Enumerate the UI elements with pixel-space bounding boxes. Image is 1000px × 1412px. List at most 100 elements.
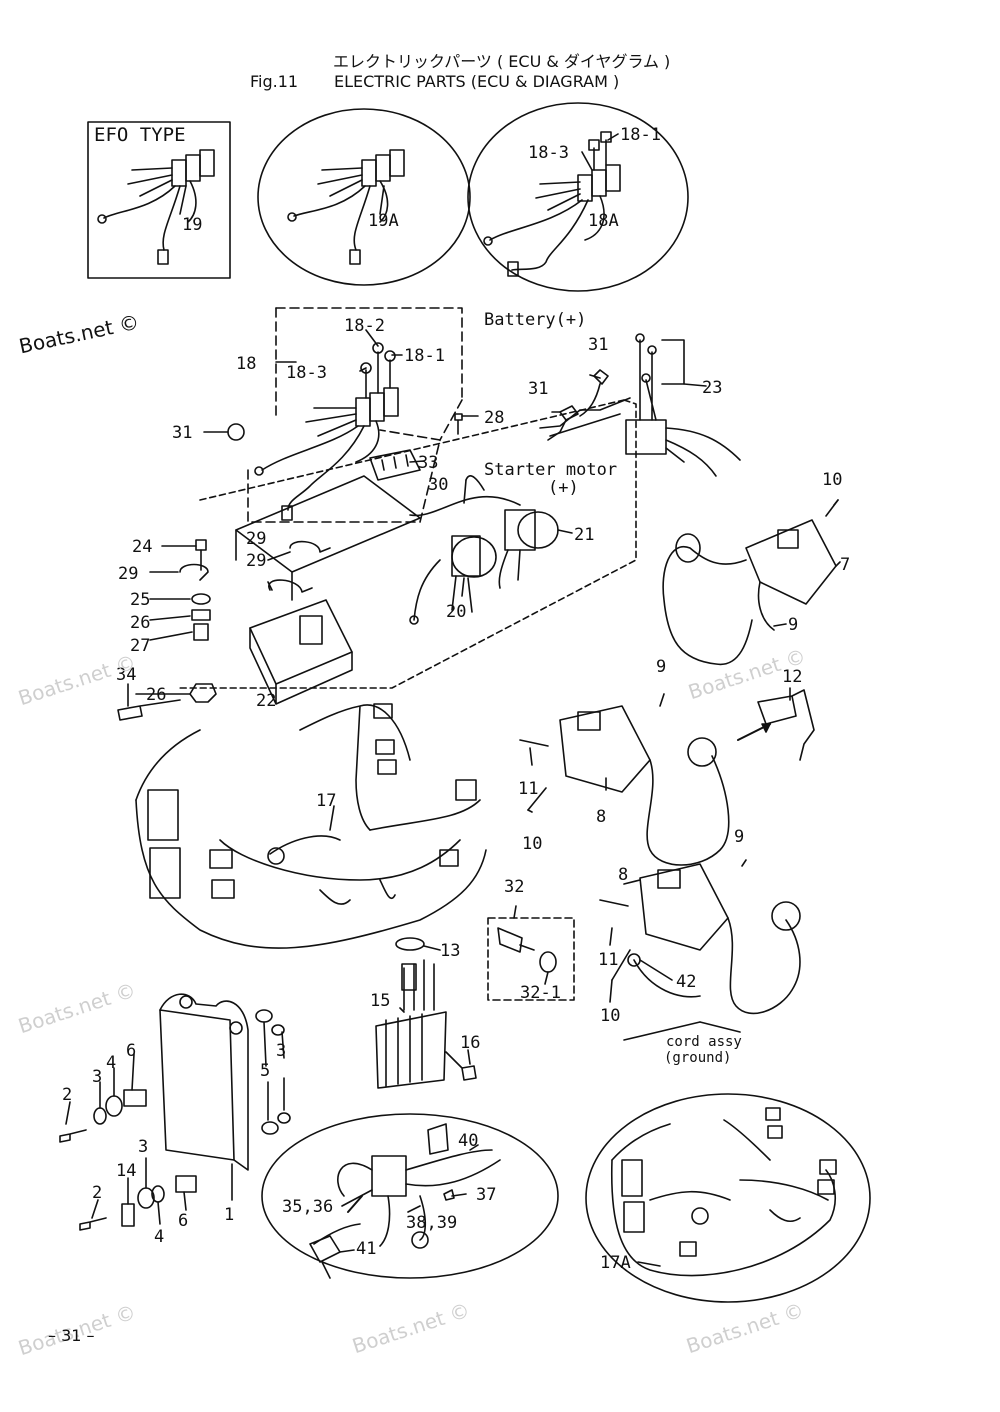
- figure-number: Fig.11: [250, 72, 299, 91]
- callout-11-lower: 11: [598, 950, 618, 970]
- callout-18-3-main: 18-3: [286, 363, 327, 383]
- callout-27: 27: [130, 636, 150, 656]
- callout-37: 37: [476, 1185, 496, 1205]
- leader-lines: [65, 133, 841, 1267]
- callout-29-b: 29: [246, 551, 266, 571]
- callout-2-upper: 2: [62, 1085, 72, 1105]
- callout-42: 42: [676, 972, 696, 992]
- screw-28: [454, 413, 463, 435]
- callout-3-right: 3: [276, 1041, 286, 1061]
- main-harness-17: [135, 703, 487, 949]
- sensor-32: [497, 927, 535, 953]
- callout-1: 1: [224, 1205, 234, 1225]
- callout-5: 5: [260, 1061, 270, 1081]
- inset-35-41-ellipse: [261, 1113, 559, 1279]
- harness-35-41: [309, 1123, 501, 1279]
- relay-21: [498, 509, 559, 589]
- starter-motor-label: Starter motor: [484, 460, 617, 480]
- leader-frame: [179, 399, 637, 689]
- dashed-box-bracket: [247, 429, 441, 523]
- nut-26-lower: [189, 683, 217, 703]
- cord-assy-leader: [623, 1021, 741, 1041]
- regulator-15: [375, 937, 477, 1089]
- harness-17a: [610, 1107, 837, 1277]
- callout-18-1-main: 18-1: [404, 346, 445, 366]
- callout-9-lower: 9: [734, 827, 744, 847]
- callout-33: 33: [418, 453, 438, 473]
- inset-17a-ellipse: [585, 1093, 871, 1303]
- harness-18: [254, 342, 399, 521]
- ecu-1: [59, 993, 291, 1231]
- callout-4-upper: 4: [106, 1053, 116, 1073]
- callout-13: 13: [440, 941, 460, 961]
- callout-28: 28: [484, 408, 504, 428]
- callout-8-lower: 8: [618, 865, 628, 885]
- cable-30: [409, 475, 521, 517]
- callout-18-1: 18-1: [620, 125, 661, 145]
- japanese-title: エレクトリックパーツ ( ECU & ダイヤグラム ): [333, 52, 671, 71]
- callout-3-lower: 3: [138, 1137, 148, 1157]
- dashed-box-32: [487, 917, 575, 1001]
- cable-31: [539, 369, 631, 441]
- efo-type-box: [87, 121, 231, 279]
- callout-29-left: 29: [118, 564, 138, 584]
- plug-cap-12: [757, 689, 815, 761]
- callout-41: 41: [356, 1239, 376, 1259]
- callout-23: 23: [702, 378, 722, 398]
- callout-32: 32: [504, 877, 524, 897]
- callout-10-top: 10: [822, 470, 842, 490]
- callout-32-1: 32-1: [520, 983, 561, 1003]
- callout-35-36: 35,36: [282, 1197, 333, 1217]
- callout-26-lower: 26: [146, 685, 166, 705]
- grommet-31: [227, 423, 245, 441]
- relay-20: [409, 535, 497, 625]
- callout-24: 24: [132, 537, 152, 557]
- callout-17: 17: [316, 791, 336, 811]
- starter-plus-label: (+): [548, 478, 579, 498]
- callout-40: 40: [458, 1131, 478, 1151]
- harness-18a: [483, 131, 621, 277]
- callout-3-upper: 3: [92, 1067, 102, 1087]
- callout-9-top: 9: [788, 615, 798, 635]
- clip-34: [117, 699, 181, 721]
- callout-38-39: 38,39: [406, 1213, 457, 1233]
- callout-2-lower: 2: [92, 1183, 102, 1203]
- callout-8-upper: 8: [596, 807, 606, 827]
- ground-label: (ground): [664, 1050, 731, 1066]
- dashed-box-18: [275, 307, 463, 401]
- bracket-33: [369, 449, 421, 481]
- callout-9-mid: 9: [656, 657, 666, 677]
- callout-7: 7: [840, 555, 850, 575]
- callout-31-grommet: 31: [172, 423, 192, 443]
- callout-19: 19: [182, 215, 202, 235]
- callout-29-a: 29: [246, 529, 266, 549]
- efo-type-label: EFO TYPE: [94, 124, 186, 146]
- inset-18a-ellipse: [467, 102, 689, 292]
- ignition-coil-7: [662, 499, 839, 666]
- callout-18-3: 18-3: [528, 143, 569, 163]
- callout-labels: 19 19A 18-3 18-1 18A 18 18-2 18-3 18-1 3…: [62, 125, 850, 1273]
- callout-18-2: 18-2: [344, 316, 385, 336]
- callout-12: 12: [782, 667, 802, 687]
- callout-17a: 17A: [600, 1253, 631, 1273]
- battery-label: Battery(+): [484, 310, 586, 330]
- inset-19a-ellipse: [257, 108, 471, 286]
- callout-30: 30: [428, 475, 448, 495]
- ignition-coil-8-lower: [599, 863, 801, 1015]
- callout-6-lower: 6: [178, 1211, 188, 1231]
- ignition-coil-8-upper: [519, 705, 730, 866]
- harness-19a: [287, 149, 405, 265]
- callout-31-battery: 31: [588, 335, 608, 355]
- callout-16: 16: [460, 1033, 480, 1053]
- callout-14: 14: [116, 1161, 136, 1181]
- callout-22: 22: [256, 691, 276, 711]
- callout-25: 25: [130, 590, 150, 610]
- bracket-22: [235, 475, 421, 705]
- callout-10-upper: 10: [522, 834, 542, 854]
- page-number: – 31 –: [48, 1326, 95, 1345]
- callout-11-upper: 11: [518, 779, 538, 799]
- callout-15: 15: [370, 991, 390, 1011]
- callout-18a: 18A: [588, 211, 619, 231]
- callout-21: 21: [574, 525, 594, 545]
- harness-19: [97, 149, 215, 265]
